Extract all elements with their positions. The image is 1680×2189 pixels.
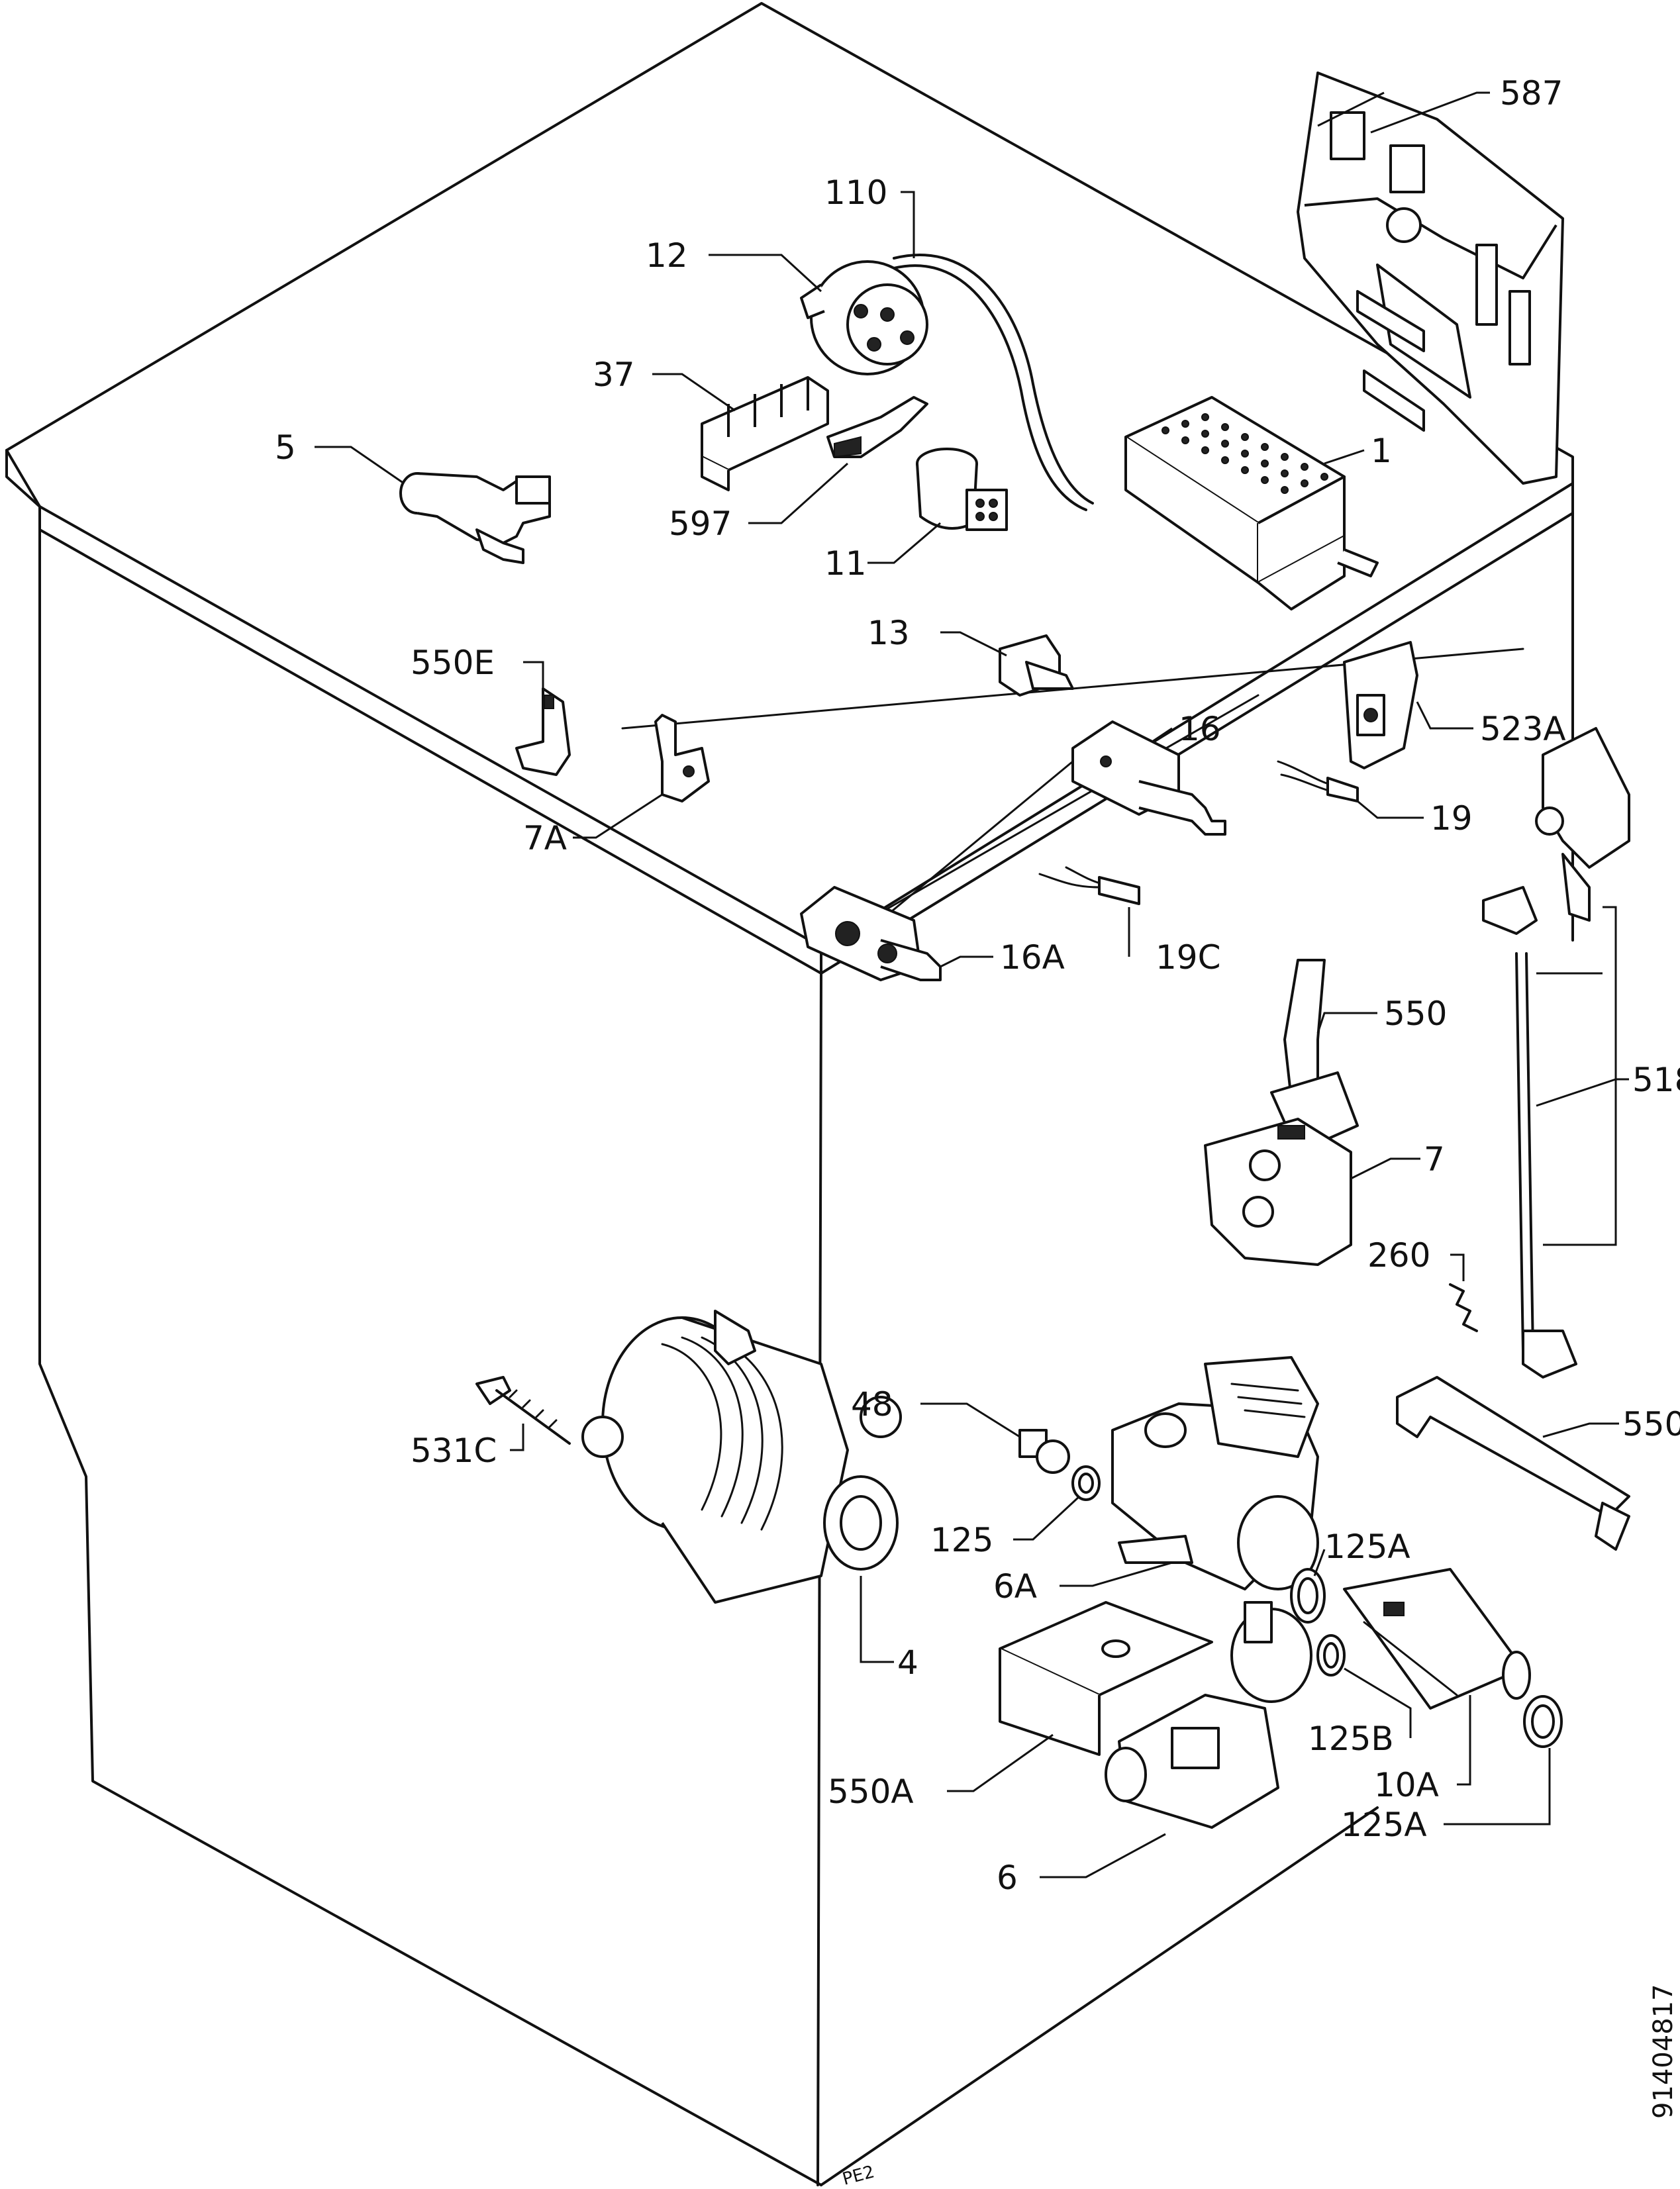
label-125A-top: 125A (1324, 1528, 1410, 1566)
label-125: 125 (930, 1521, 993, 1559)
part-260-spring (1449, 1283, 1478, 1332)
part-6-pump (1105, 1601, 1312, 1829)
label-6: 6 (997, 1859, 1018, 1897)
part-518-lever-assembly (1482, 727, 1630, 1379)
part-7A-microswitch (654, 714, 710, 803)
part-550E-bracket (515, 687, 571, 776)
label-523A: 523A (1480, 710, 1566, 748)
label-587: 587 (1500, 74, 1563, 113)
label-11: 11 (824, 544, 867, 583)
part-531C-screw (475, 1376, 571, 1445)
label-531C: 531C (411, 1432, 497, 1470)
part-550A-block (999, 1601, 1213, 1756)
part-labels: 587 110 12 37 5 597 11 1 13 550E 16 523A… (275, 74, 1680, 1897)
part-16A-switch (800, 886, 942, 981)
label-6A: 6A (993, 1567, 1037, 1606)
part-48-plug (1018, 1429, 1070, 1474)
part-587-control-bracket (1297, 72, 1564, 485)
label-518: 518 (1632, 1061, 1680, 1099)
label-125A-bottom: 125A (1341, 1806, 1427, 1844)
part-550-door-lock (1270, 959, 1359, 1153)
label-7A: 7A (523, 819, 567, 857)
label-550B: 550B (1622, 1405, 1680, 1443)
part-110-hose (893, 254, 1094, 511)
label-597: 597 (669, 505, 732, 543)
part-19C-sensor (1038, 866, 1140, 905)
cabinet-outline (5, 2, 1574, 2186)
part-11-capacitor (916, 448, 1008, 531)
label-10A: 10A (1374, 1766, 1439, 1804)
part-5-inlet-valve (399, 472, 551, 564)
label-37: 37 (593, 356, 635, 394)
part-1-programmer (1124, 396, 1379, 610)
leader-lines (315, 91, 1629, 1878)
label-110: 110 (824, 173, 887, 212)
part-125A-seal-bottom (1523, 1695, 1563, 1748)
label-19C: 19C (1156, 938, 1221, 977)
page-stamp: PE2 (840, 2162, 877, 2189)
label-7: 7 (1424, 1140, 1445, 1179)
label-4: 4 (897, 1643, 918, 1682)
label-550E: 550E (411, 644, 495, 682)
label-1: 1 (1371, 432, 1392, 470)
part-550B-rail (1396, 1376, 1630, 1551)
label-48: 48 (851, 1385, 893, 1424)
part-125-seal (1071, 1465, 1101, 1501)
part-523A-bracket (1343, 641, 1418, 769)
part-37-terminal-block (701, 376, 829, 491)
part-7-switch-block (1204, 1118, 1352, 1266)
part-6A-sump-housing (1111, 1356, 1319, 1590)
label-550: 550 (1384, 995, 1447, 1033)
part-16-switch (1071, 720, 1226, 836)
label-550A: 550A (828, 1773, 914, 1811)
part-125B-seal (1316, 1634, 1346, 1677)
part-19-sensor (1277, 760, 1359, 803)
label-16A: 16A (1000, 938, 1065, 977)
label-125B: 125B (1308, 1720, 1394, 1758)
label-12: 12 (646, 236, 688, 275)
label-260: 260 (1367, 1236, 1430, 1275)
document-number: 91404817 (1648, 1984, 1679, 2119)
part-4-drain-pump (581, 1310, 902, 1604)
part-12-pressure-switch (800, 260, 928, 375)
part-13-connector (999, 634, 1074, 697)
part-125A-seal-top (1290, 1568, 1326, 1624)
label-16: 16 (1179, 710, 1221, 748)
label-13: 13 (867, 614, 910, 652)
part-597-clip (826, 396, 928, 458)
label-19: 19 (1430, 799, 1473, 838)
label-5: 5 (275, 428, 296, 467)
part-10A-connector (1343, 1568, 1531, 1710)
